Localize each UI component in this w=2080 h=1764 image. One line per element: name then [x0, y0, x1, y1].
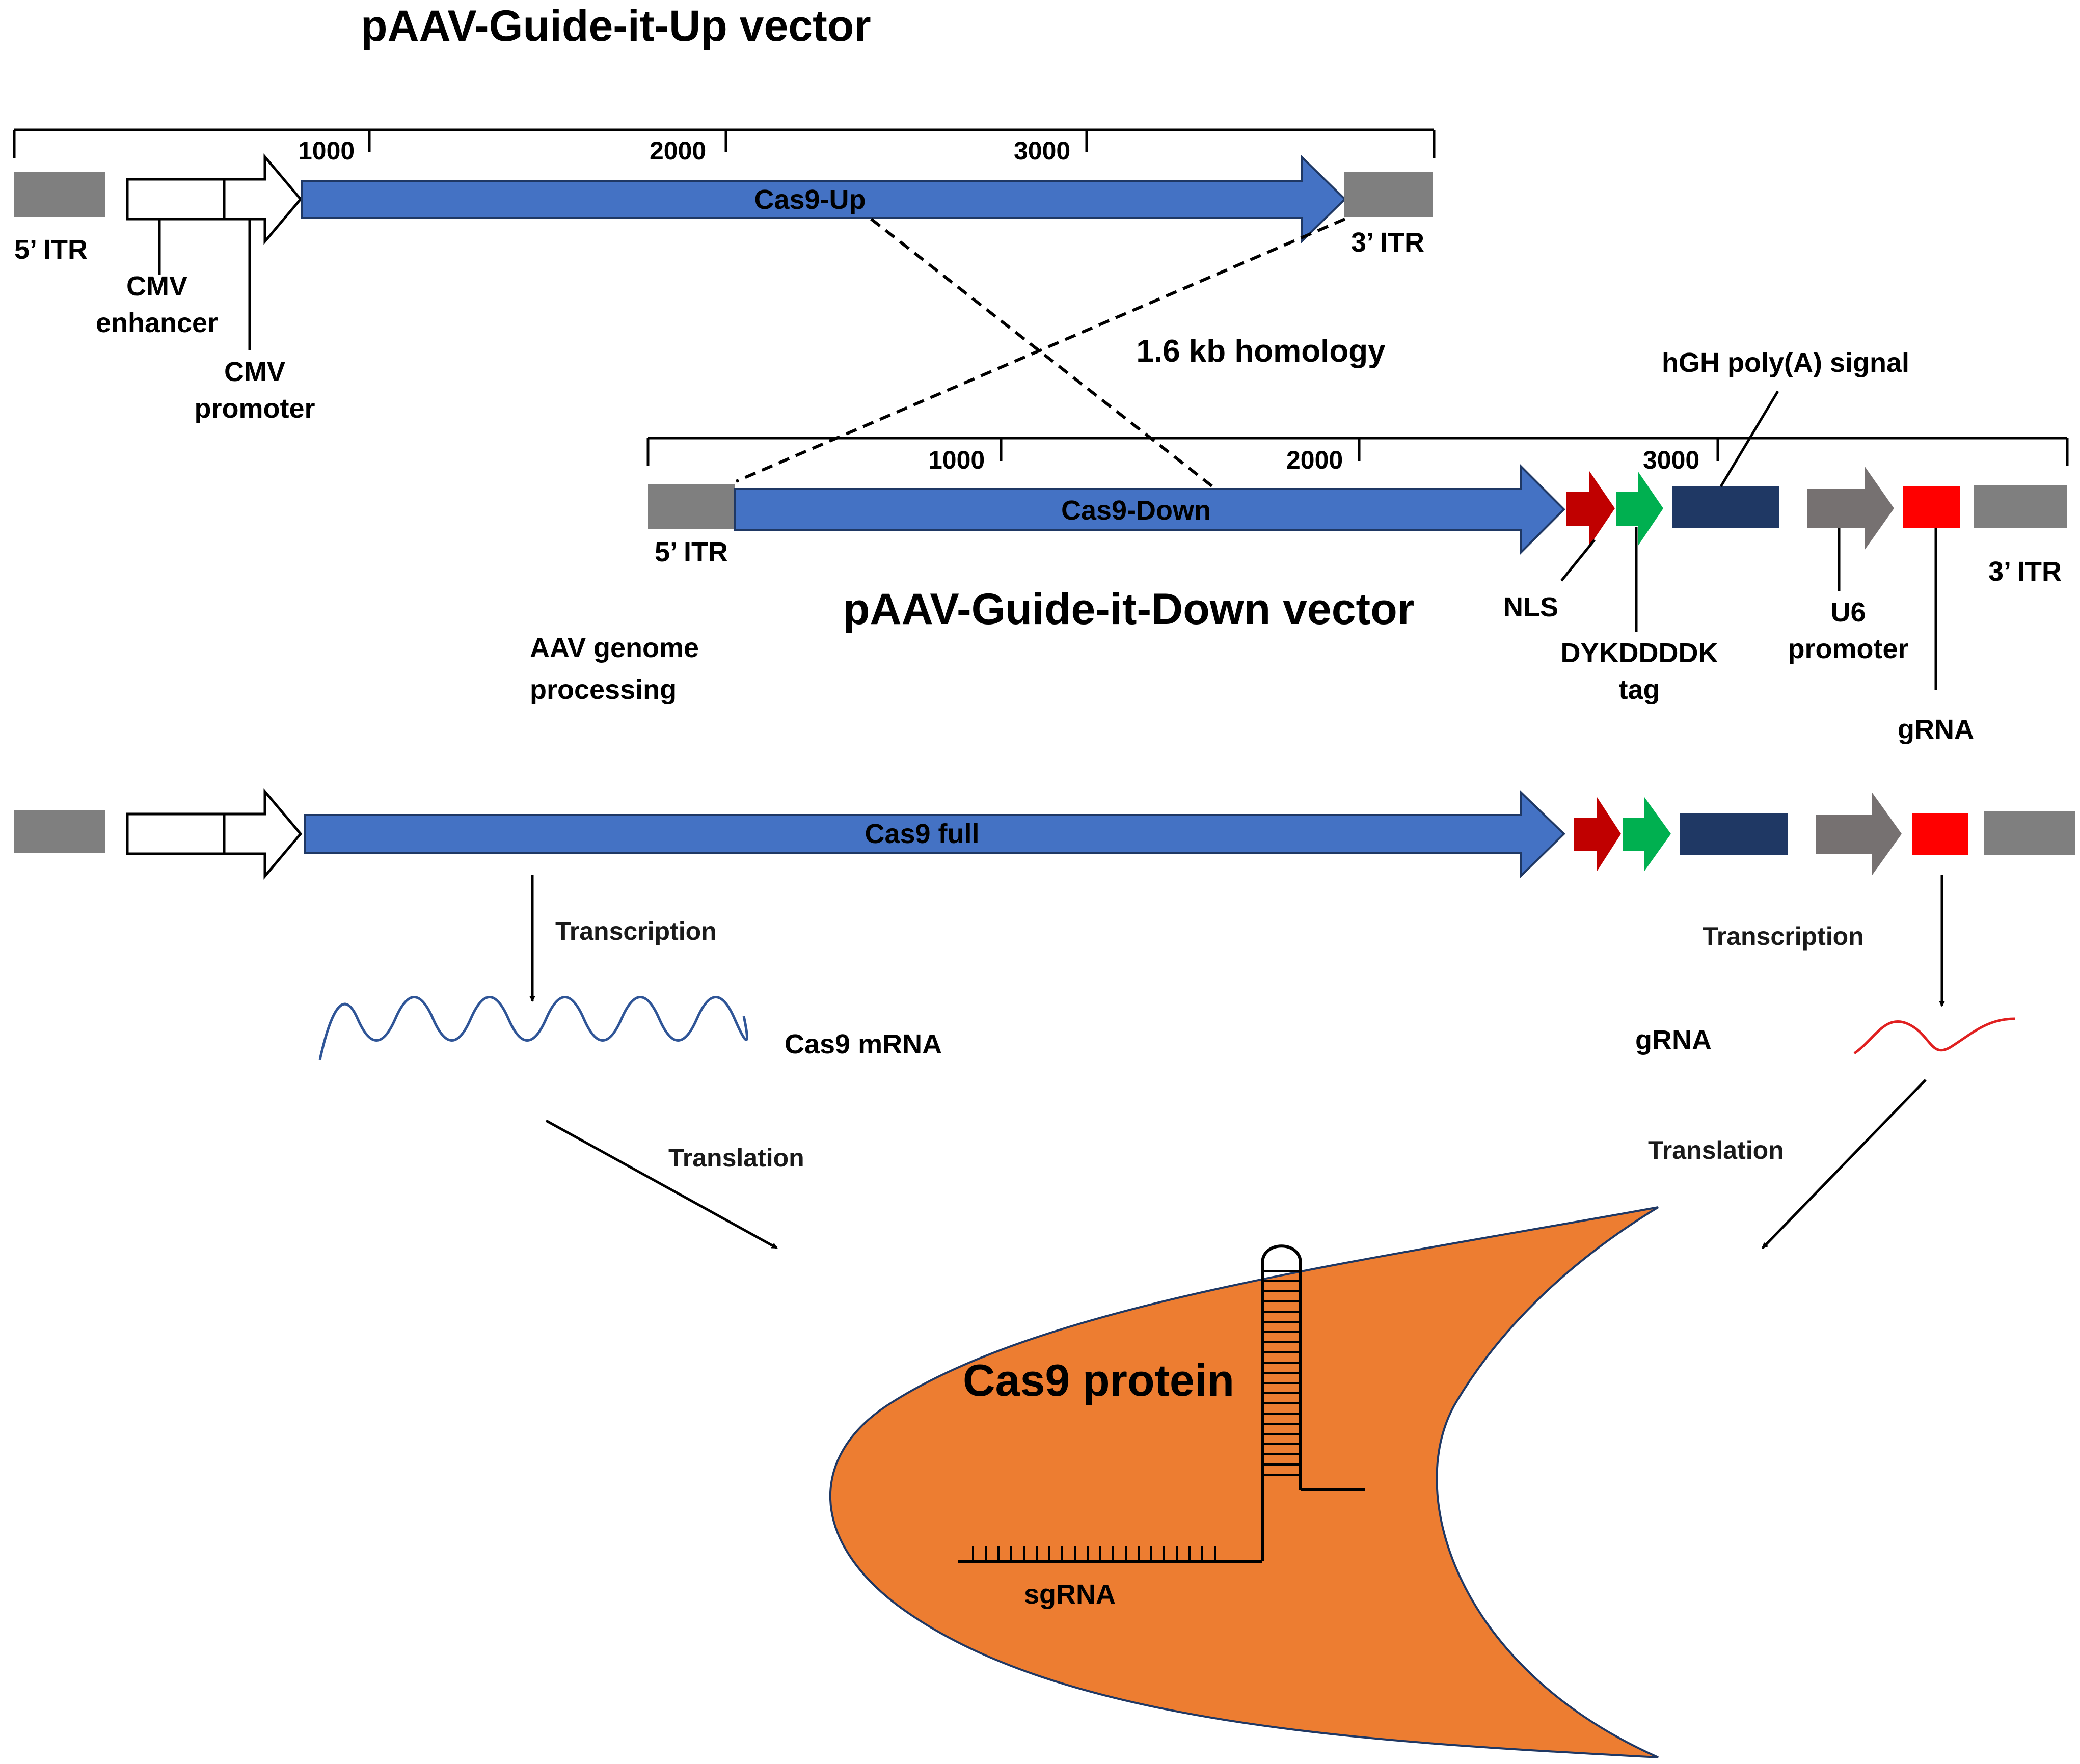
- down-vector: 1000 2000 3000 Cas9-Down 5’ ITR 3’ ITR h…: [646, 347, 2069, 745]
- grna-label: gRNA: [1898, 714, 1974, 745]
- right-translation-arrow: [1762, 1079, 1927, 1249]
- full-u6-arrow: [1816, 793, 1902, 875]
- processing-label-2: processing: [530, 674, 677, 705]
- cmv-promoter-label-2: promoter: [194, 393, 315, 424]
- up-scale-bar: [13, 128, 1436, 158]
- down-scale-bar: [646, 437, 2069, 466]
- left-translation-label: Translation: [668, 1144, 804, 1172]
- nls-leader: [1560, 539, 1596, 582]
- cmv-enhancer-label-2: enhancer: [96, 308, 218, 338]
- polya-leader: [1719, 390, 1779, 487]
- full-cmv-promoter-arrow: [223, 788, 303, 880]
- down-tick-1000: 1000: [928, 446, 985, 474]
- cas9-up-arrow: [301, 154, 1346, 244]
- right-translation-label: Translation: [1648, 1136, 1784, 1164]
- full-polya-box: [1680, 813, 1788, 855]
- up-tick-2000: 2000: [650, 137, 706, 165]
- nls-label: NLS: [1503, 592, 1558, 622]
- u6-label-2: promoter: [1788, 634, 1908, 664]
- tag-arrow: [1616, 471, 1663, 546]
- cas9-mrna-label: Cas9 mRNA: [785, 1029, 942, 1060]
- cas9-down-label: Cas9-Down: [1061, 495, 1211, 526]
- up-tick-3000: 3000: [1014, 137, 1070, 165]
- full-construct: Cas9 full: [14, 788, 2075, 880]
- down-tick-3000: 3000: [1643, 446, 1699, 474]
- grna-wave: [1853, 1017, 2015, 1055]
- cas9-up-label: Cas9-Up: [754, 184, 866, 215]
- grna-product-label: gRNA: [1635, 1025, 1712, 1055]
- down-itr5-box: [648, 484, 735, 529]
- cmv-enhancer-box: [126, 178, 226, 221]
- left-transcription-label: Transcription: [555, 917, 717, 945]
- cas9-mrna-wave: [318, 996, 748, 1060]
- nls-arrow: [1566, 471, 1615, 546]
- cas9-protein-shape: [829, 1206, 1659, 1758]
- up-itr3-label: 3’ ITR: [1351, 227, 1424, 258]
- up-itr5-label: 5’ ITR: [14, 234, 88, 265]
- tag-label-1: DYKDDDDK: [1561, 638, 1718, 668]
- u6-label-1: U6: [1830, 597, 1866, 628]
- up-vector-title: pAAV-Guide-it-Up vector: [361, 2, 871, 50]
- full-nls-arrow: [1574, 797, 1621, 871]
- down-itr3-label: 3’ ITR: [1988, 556, 2062, 587]
- down-vector-title: pAAV-Guide-it-Down vector: [843, 585, 1414, 634]
- sgrna-structure: [958, 1244, 1365, 1563]
- cas9-full-arrow: [304, 790, 1565, 879]
- up-tick-1000: 1000: [298, 137, 355, 165]
- sgrna-label: sgRNA: [1024, 1579, 1116, 1610]
- cmv-promoter-arrow: [223, 153, 303, 245]
- full-itr5-box: [14, 810, 105, 853]
- down-itr3-box: [1974, 485, 2067, 528]
- full-cmv-enhancer-box: [126, 812, 226, 855]
- cmv-promoter-label-1: CMV: [224, 357, 285, 387]
- u6-promoter-arrow: [1807, 466, 1894, 550]
- up-itr5-box: [14, 172, 105, 217]
- down-tick-2000: 2000: [1286, 446, 1343, 474]
- cas9-full-label: Cas9 full: [865, 819, 979, 849]
- up-vector: pAAV-Guide-it-Up vector 1000 2000 3000 C…: [13, 2, 1436, 424]
- up-itr3-box: [1344, 172, 1433, 217]
- polya-label: hGH poly(A) signal: [1662, 347, 1909, 378]
- full-grna-box: [1912, 813, 1968, 855]
- down-itr5-label: 5’ ITR: [655, 537, 728, 567]
- cmv-enhancer-label-1: CMV: [126, 271, 187, 302]
- polya-box: [1672, 486, 1779, 528]
- cas9-protein: Cas9 protein sgRNA: [829, 1206, 1659, 1758]
- tag-label-2: tag: [1619, 674, 1660, 705]
- cas9-protein-label: Cas9 protein: [963, 1355, 1234, 1405]
- right-transcription-label: Transcription: [1703, 922, 1864, 951]
- cas9-down-arrow: [734, 464, 1565, 555]
- full-itr3-box: [1984, 811, 2075, 855]
- homology-label: 1.6 kb homology: [1136, 334, 1386, 369]
- processing-label-1: AAV genome: [530, 633, 699, 663]
- left-translation-arrow: [545, 1119, 778, 1250]
- grna-box: [1903, 486, 1960, 528]
- full-tag-arrow: [1623, 797, 1671, 871]
